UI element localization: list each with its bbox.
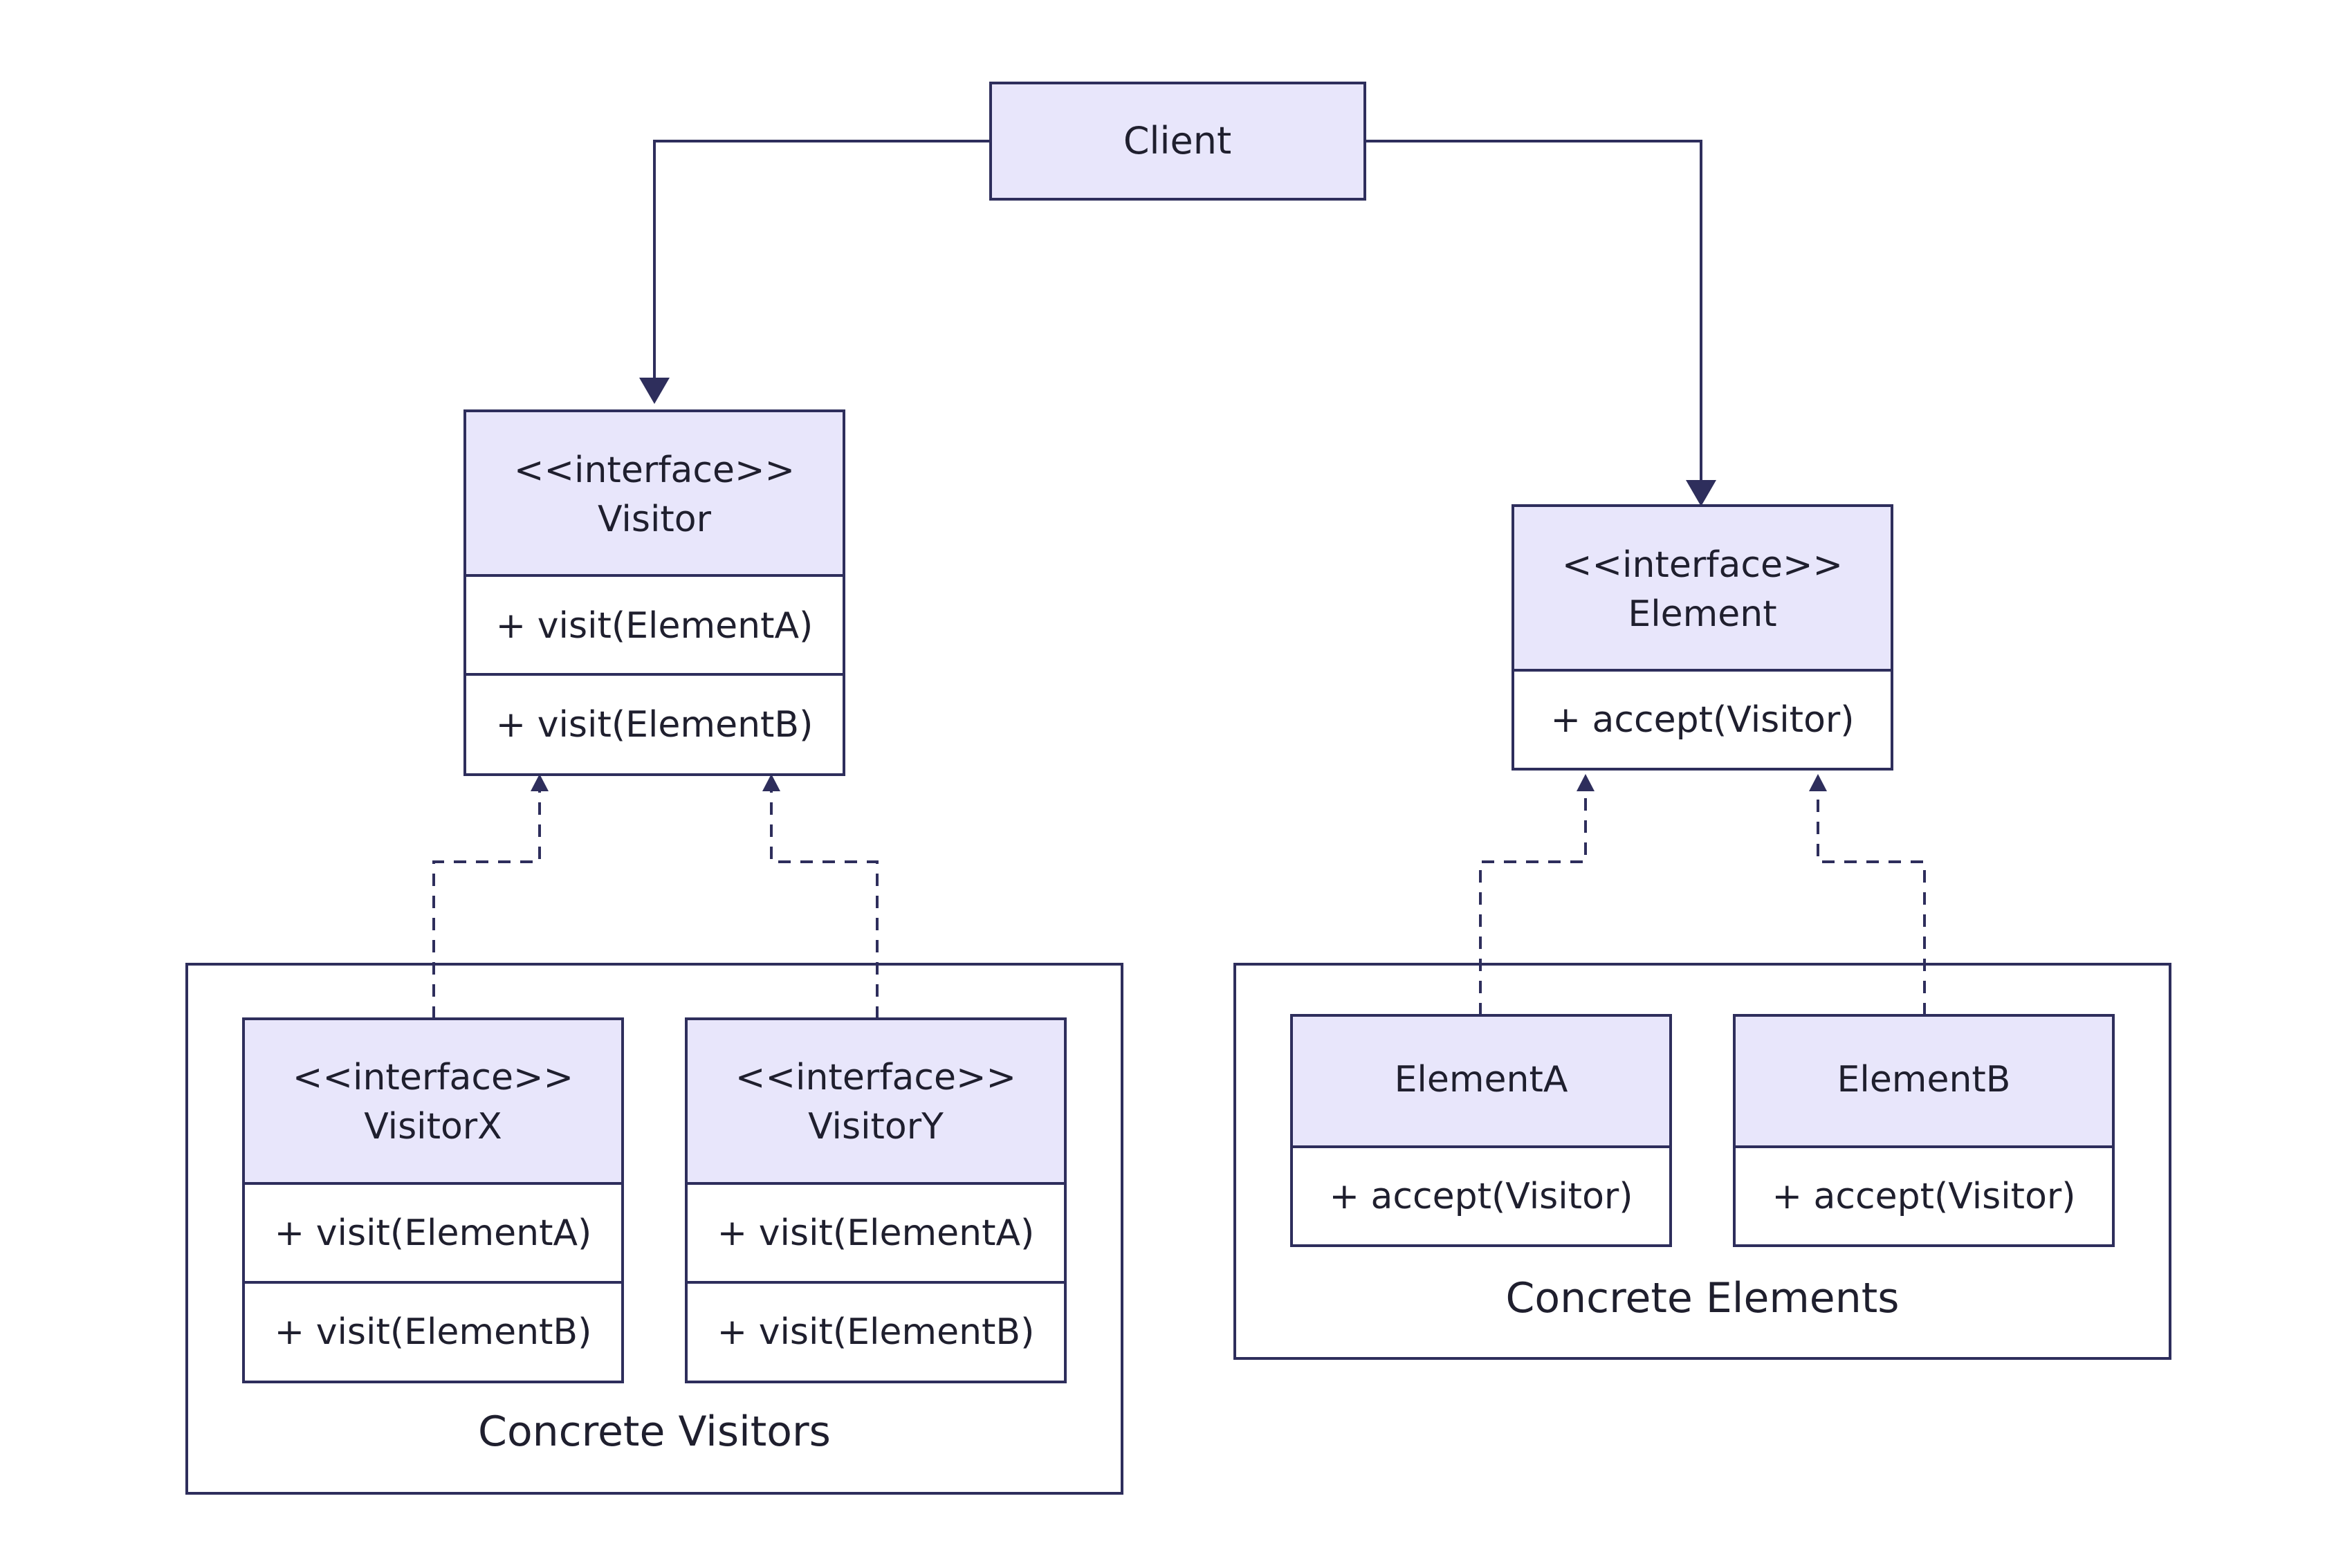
visitory-to-visitor-arrowhead <box>762 774 780 791</box>
element-stereotype: <<interface>> <box>1562 544 1843 586</box>
elementa-to-element-arrowhead <box>1577 774 1595 791</box>
group-concrete-elements-label: Concrete Elements <box>1505 1274 1899 1322</box>
elementb-to-element-arrowhead <box>1809 774 1827 791</box>
visitor-name: Visitor <box>598 499 712 540</box>
visitory-method-2: + visit(ElementB) <box>717 1311 1035 1353</box>
elementa-name: ElementA <box>1395 1059 1568 1100</box>
client-box: Client <box>989 82 1366 201</box>
visitor-class: <<interface>> Visitor + visit(ElementA) … <box>463 409 845 776</box>
elementb-to-element-arrow <box>1817 791 1926 1015</box>
element-method-1: + accept(Visitor) <box>1550 699 1854 741</box>
client-to-element-arrow <box>1365 140 1702 483</box>
group-concrete-visitors: Concrete Visitors <box>185 963 1123 1495</box>
connectors <box>432 140 1926 1019</box>
client-to-visitor-arrowhead <box>639 378 670 404</box>
visitory-to-visitor-arrow <box>770 791 879 1019</box>
elementb-class: ElementB + accept(Visitor) <box>1733 1014 2115 1247</box>
client-to-element-arrowhead <box>1686 480 1716 506</box>
elementb-name: ElementB <box>1837 1059 2011 1100</box>
visitorx-name: VisitorX <box>364 1106 502 1147</box>
elementa-to-element-arrow <box>1479 791 1587 1015</box>
element-class: <<interface>> Element + accept(Visitor) <box>1512 504 1893 771</box>
visitorx-method-2: + visit(ElementB) <box>275 1311 592 1353</box>
group-concrete-visitors-label: Concrete Visitors <box>478 1408 831 1456</box>
client-to-visitor-arrow <box>653 140 989 387</box>
visitorx-stereotype: <<interface>> <box>293 1057 573 1098</box>
visitory-name: VisitorY <box>808 1106 944 1147</box>
element-name: Element <box>1628 593 1776 635</box>
visitorx-class: <<interface>> VisitorX + visit(ElementA)… <box>242 1017 624 1383</box>
visitorx-to-visitor-arrow <box>432 791 541 1019</box>
visitorx-to-visitor-arrowhead <box>531 774 549 791</box>
visitory-class: <<interface>> VisitorY + visit(ElementA)… <box>685 1017 1067 1383</box>
elementa-method-1: + accept(Visitor) <box>1329 1176 1633 1217</box>
elementb-method-1: + accept(Visitor) <box>1772 1176 2075 1217</box>
visitorx-method-1: + visit(ElementA) <box>275 1212 592 1254</box>
client-label: Client <box>1123 119 1231 163</box>
group-concrete-elements: Concrete Elements <box>1233 963 2171 1360</box>
visitor-method-1: + visit(ElementA) <box>496 605 814 647</box>
visitor-stereotype: <<interface>> <box>514 450 795 491</box>
visitory-stereotype: <<interface>> <box>735 1057 1016 1098</box>
visitory-method-1: + visit(ElementA) <box>717 1212 1035 1254</box>
visitor-method-2: + visit(ElementB) <box>496 704 814 746</box>
elementa-class: ElementA + accept(Visitor) <box>1290 1014 1672 1247</box>
